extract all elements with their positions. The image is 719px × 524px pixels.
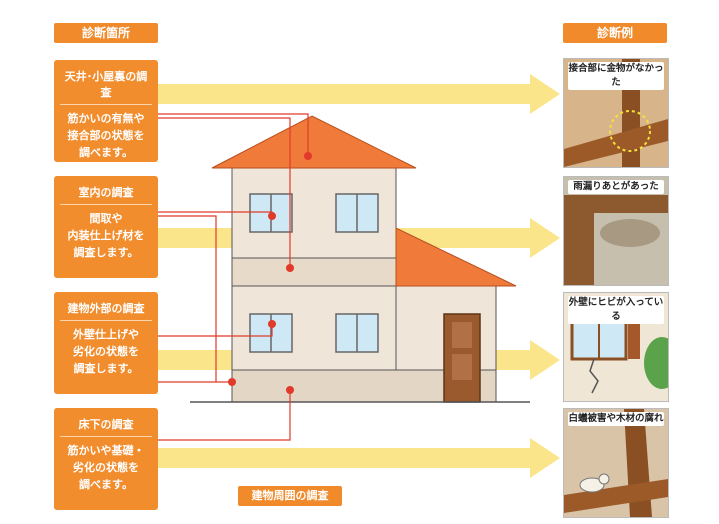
card-body: 間取や 内装仕上げ材を 調査します。 — [54, 205, 158, 266]
card-line: 間取や — [89, 212, 123, 225]
card-line: 筋かいや基礎・ — [67, 444, 145, 457]
main-roof — [211, 115, 417, 169]
card-line: 劣化の状態を — [73, 461, 139, 474]
diagnosis-location-header: 診断箇所 — [54, 23, 158, 43]
arrow-underfloor — [158, 438, 560, 478]
card-line: 調査します。 — [73, 246, 139, 259]
card-title: 建物外部の調査 — [60, 292, 152, 321]
markers — [228, 152, 312, 394]
example-termite-damage: 白蟻被害や木材の腐れ — [563, 408, 669, 518]
card-line: 接合部の状態を — [67, 129, 145, 142]
diagnosis-example-header: 診断例 — [563, 23, 667, 43]
arrow-attic — [158, 74, 560, 114]
house — [190, 115, 530, 403]
card-title: 室内の調査 — [60, 176, 152, 205]
card-title: 天井･小屋裏の調査 — [60, 60, 152, 105]
example-missing-hardware: 接合部に金物がなかった — [563, 58, 669, 168]
card-line: 調査します。 — [73, 362, 139, 375]
termite-illustration — [564, 409, 668, 517]
card-line: 筋かいの有無や — [67, 112, 145, 125]
side-roof — [395, 227, 517, 287]
example-label: 接合部に金物がなかった — [568, 62, 664, 90]
ceiling-stain-illustration — [564, 177, 668, 285]
card-line: 内装仕上げ材を — [67, 229, 145, 242]
example-label: 白蟻被害や木材の腐れ — [568, 412, 664, 426]
card-attic-survey: 天井･小屋裏の調査 筋かいの有無や 接合部の状態を 調べます。 — [54, 60, 158, 162]
card-line: 調べます。 — [79, 478, 133, 491]
card-line: 外壁仕上げや — [73, 328, 139, 341]
perimeter-survey-label: 建物周囲の調査 — [238, 486, 342, 506]
card-body: 筋かいや基礎・ 劣化の状態を 調べます。 — [54, 437, 158, 498]
card-line: 調べます。 — [79, 146, 133, 159]
card-body: 外壁仕上げや 劣化の状態を 調査します。 — [54, 321, 158, 382]
card-line: 劣化の状態を — [73, 345, 139, 358]
example-leak-stain: 雨漏りあとがあった — [563, 176, 669, 286]
example-label: 雨漏りあとがあった — [568, 180, 664, 194]
card-body: 筋かいの有無や 接合部の状態を 調べます。 — [54, 105, 158, 166]
card-interior-survey: 室内の調査 間取や 内装仕上げ材を 調査します。 — [54, 176, 158, 278]
example-wall-crack: 外壁にヒビが入っている — [563, 292, 669, 402]
card-exterior-survey: 建物外部の調査 外壁仕上げや 劣化の状態を 調査します。 — [54, 292, 158, 394]
card-title: 床下の調査 — [60, 408, 152, 437]
card-underfloor-survey: 床下の調査 筋かいや基礎・ 劣化の状態を 調べます。 — [54, 408, 158, 510]
example-label: 外壁にヒビが入っている — [568, 296, 664, 324]
